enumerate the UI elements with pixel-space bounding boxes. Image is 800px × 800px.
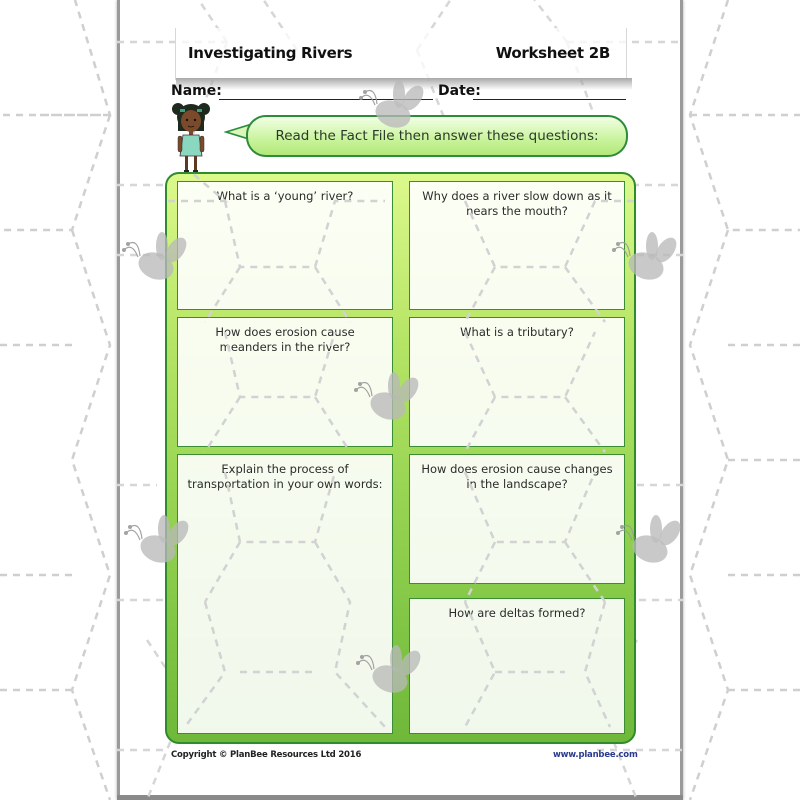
bee-watermark-icon bbox=[356, 645, 421, 693]
question-text: What is a ‘young’ river? bbox=[216, 189, 354, 203]
question-text: Explain the process of transportation in… bbox=[187, 462, 383, 491]
question-text: Why does a river slow down as it nears t… bbox=[422, 189, 612, 218]
question-text: What is a tributary? bbox=[460, 325, 574, 339]
bee-watermark-icon bbox=[122, 232, 187, 280]
question-box-young-river[interactable]: What is a ‘young’ river? bbox=[177, 181, 393, 310]
worksheet-title: Investigating Rivers bbox=[188, 44, 353, 62]
page-bottom-edge bbox=[117, 795, 683, 800]
question-box-tributary[interactable]: What is a tributary? bbox=[409, 317, 625, 447]
date-label: Date: bbox=[438, 83, 481, 99]
girl-character-icon bbox=[172, 103, 210, 173]
question-box-deltas[interactable]: How are deltas formed? bbox=[409, 598, 625, 734]
worksheet-number: Worksheet 2B bbox=[495, 44, 611, 62]
question-box-landscape-changes[interactable]: How does erosion cause changes in the la… bbox=[409, 454, 625, 584]
bee-watermark-icon bbox=[359, 80, 424, 128]
bee-watermark-icon bbox=[354, 372, 419, 420]
speech-bubble-tail bbox=[224, 123, 252, 141]
instruction-bubble: Read the Fact File then answer these que… bbox=[246, 115, 628, 157]
website-link[interactable]: www.planbee.com bbox=[553, 750, 638, 760]
name-field[interactable] bbox=[219, 99, 433, 100]
question-text: How are deltas formed? bbox=[448, 606, 586, 620]
copyright-text: Copyright © PlanBee Resources Ltd 2016 bbox=[171, 750, 362, 760]
bee-watermark-icon bbox=[616, 515, 681, 563]
date-field[interactable] bbox=[473, 99, 626, 100]
name-label: Name: bbox=[171, 83, 222, 99]
question-text: How does erosion cause meanders in the r… bbox=[215, 325, 355, 354]
question-box-river-slow-down[interactable]: Why does a river slow down as it nears t… bbox=[409, 181, 625, 310]
header-card: Investigating Rivers Worksheet 2B bbox=[175, 28, 632, 90]
question-text: How does erosion cause changes in the la… bbox=[421, 462, 613, 491]
instruction-text: Read the Fact File then answer these que… bbox=[275, 128, 599, 144]
bee-watermark-icon bbox=[124, 515, 189, 563]
bee-watermark-icon bbox=[612, 232, 677, 280]
